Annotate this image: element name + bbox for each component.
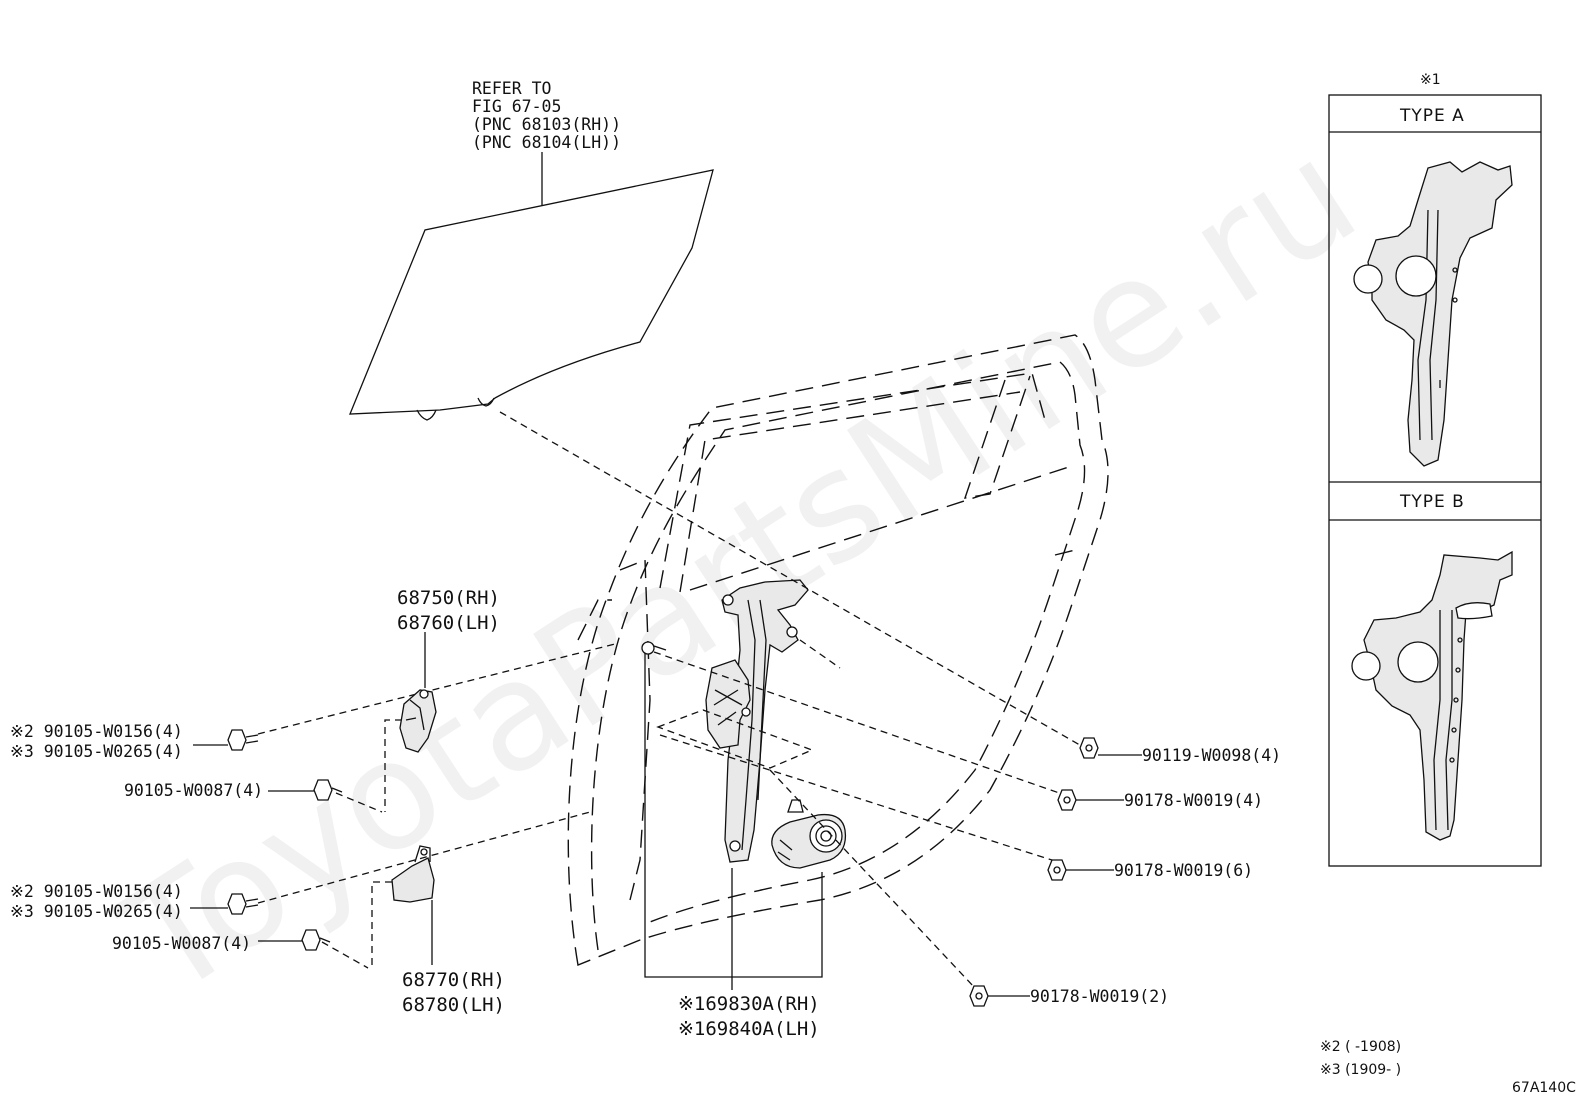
svg-text:※2 90105-W0156(4): ※2 90105-W0156(4) [10,722,183,741]
type-a-label: TYPE A [1399,106,1465,126]
bolt-lower-hinge [227,893,259,915]
svg-text:※3 90105-W0265(4): ※3 90105-W0265(4) [10,742,183,761]
regulator-bolt [641,641,667,655]
svg-text:※2 90105-W0156(4): ※2 90105-W0156(4) [10,882,183,901]
figure-id: 67A140C [1512,1080,1576,1096]
part-label-90178-b: 90178-W0019(6) [1114,861,1253,880]
lower-hinge-part-number: 68770(RH) 68780(LH) [402,969,505,1016]
bolt-upper-hinge-2 [313,779,343,801]
inset-note: ※1 [1420,72,1441,88]
bolt-lower-hinge-2 [301,929,331,951]
footnotes: ※2 ( -1908) ※3 (1909- ) [1320,1039,1401,1078]
upper-bolt-labels: ※2 90105-W0156(4) ※3 90105-W0265(4) 9010… [10,722,263,800]
svg-text:※169830A(RH): ※169830A(RH) [678,993,820,1015]
rear-door-outline [567,334,1109,966]
svg-text:90105-W0087(4): 90105-W0087(4) [124,781,263,800]
svg-text:REFER TO: REFER TO [472,79,551,98]
svg-text:(PNC 68104(LH)): (PNC 68104(LH)) [472,133,621,152]
svg-text:68780(LH): 68780(LH) [402,994,505,1016]
svg-text:68770(RH): 68770(RH) [402,969,505,991]
regulator-part-number: ※169830A(RH) ※169840A(LH) [678,993,820,1040]
nut-90178-a [1057,789,1077,811]
glass-refer-text: REFER TO FIG 67-05 (PNC 68103(RH)) (PNC … [472,79,621,152]
svg-text:※2 ( -1908): ※2 ( -1908) [1320,1039,1401,1055]
upper-hinge [399,689,437,753]
nut-90178-c [969,985,989,1007]
svg-text:90105-W0087(4): 90105-W0087(4) [112,934,251,953]
upper-hinge-part-number: 68750(RH) 68760(LH) [397,587,500,634]
svg-text:FIG 67-05: FIG 67-05 [472,97,561,116]
lower-hinge [391,845,435,903]
bolt-upper-hinge [227,729,259,751]
watermark: ToyotaPartsMine.ru [94,107,1386,1030]
svg-text:※169840A(LH): ※169840A(LH) [678,1018,820,1040]
type-b-label: TYPE B [1399,492,1465,512]
inset-panel: TYPE A TYPE B [1328,94,1542,867]
part-label-90178-a: 90178-W0019(4) [1124,791,1263,810]
svg-text:(PNC 68103(RH)): (PNC 68103(RH)) [472,115,621,134]
type-a-regulator [1353,161,1513,467]
svg-text:※3 90105-W0265(4): ※3 90105-W0265(4) [10,902,183,921]
part-label-90178-c: 90178-W0019(2) [1030,987,1169,1006]
svg-text:68760(LH): 68760(LH) [397,612,500,634]
svg-text:68750(RH): 68750(RH) [397,587,500,609]
part-label-90119: 90119-W0098(4) [1142,746,1281,765]
nut-90178-b [1047,859,1067,881]
svg-text:※3 (1909- ): ※3 (1909- ) [1320,1062,1401,1078]
bolt-90119 [1079,737,1099,759]
lower-bolt-labels: ※2 90105-W0156(4) ※3 90105-W0265(4) 9010… [10,882,251,953]
type-b-regulator [1351,550,1513,841]
door-glass [349,169,714,421]
